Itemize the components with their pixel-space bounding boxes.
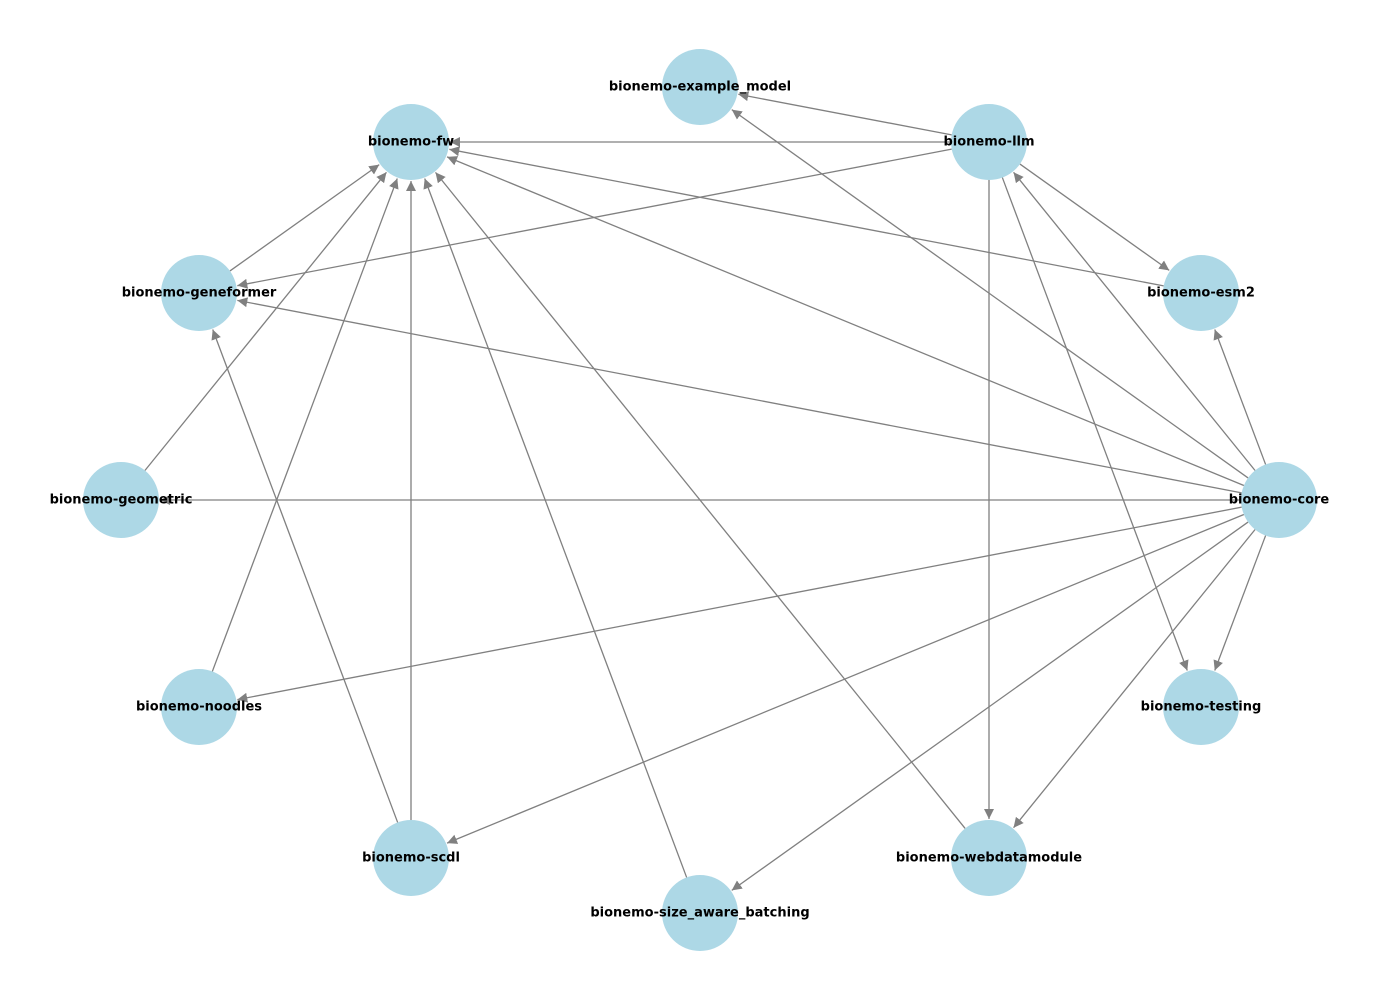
edge-bionemo-size_aware_batching-to-bionemo-fw — [423, 178, 688, 878]
edge-bionemo-core-to-bionemo-fw — [446, 156, 1245, 487]
edge-bionemo-noodles-to-bionemo-fw — [211, 178, 399, 672]
node-bionemo-geometric: bionemo-geometric — [50, 462, 193, 538]
node-bionemo-size_aware_batching: bionemo-size_aware_batching — [590, 875, 810, 951]
edge-bionemo-scdl-to-bionemo-geneformer — [211, 329, 399, 823]
edge-bionemo-core-to-bionemo-example_model — [731, 109, 1249, 479]
node-circle — [1241, 462, 1317, 538]
node-label: bionemo-noodles — [136, 700, 262, 715]
edge-bionemo-esm2-to-bionemo-fw — [449, 146, 1164, 287]
node-circle — [951, 104, 1027, 180]
node-bionemo-example_model: bionemo-example_model — [609, 49, 791, 125]
node-bionemo-esm2: bionemo-esm2 — [1147, 255, 1255, 331]
node-circle — [161, 669, 237, 745]
edge-bionemo-core-to-bionemo-esm2 — [1213, 329, 1267, 465]
node-circle — [662, 49, 738, 125]
node-bionemo-testing: bionemo-testing — [1141, 669, 1262, 745]
node-circle — [1163, 669, 1239, 745]
node-bionemo-webdatamodule: bionemo-webdatamodule — [896, 820, 1082, 896]
node-label: bionemo-example_model — [609, 80, 791, 95]
node-bionemo-fw: bionemo-fw — [368, 104, 454, 180]
node-label: bionemo-testing — [1141, 700, 1262, 715]
edge-bionemo-core-to-bionemo-size_aware_batching — [731, 521, 1249, 891]
node-circle — [161, 255, 237, 331]
node-label: bionemo-webdatamodule — [896, 851, 1082, 866]
node-label: bionemo-scdl — [362, 851, 460, 866]
node-label: bionemo-size_aware_batching — [590, 906, 809, 921]
node-bionemo-geneformer: bionemo-geneformer — [122, 255, 277, 331]
node-label: bionemo-geneformer — [122, 286, 277, 301]
node-bionemo-noodles: bionemo-noodles — [136, 669, 262, 745]
node-bionemo-core: bionemo-core — [1229, 462, 1330, 538]
node-label: bionemo-fw — [368, 135, 454, 150]
edge-bionemo-core-to-bionemo-geneformer — [237, 297, 1242, 494]
edge-bionemo-core-to-bionemo-noodles — [237, 506, 1242, 703]
node-label: bionemo-llm — [943, 135, 1034, 150]
edge-bionemo-core-to-bionemo-webdatamodule — [1013, 529, 1256, 829]
edge-bionemo-geometric-to-bionemo-fw — [144, 171, 387, 471]
edge-bionemo-llm-to-bionemo-esm2 — [1019, 163, 1170, 271]
node-label: bionemo-core — [1229, 493, 1330, 508]
node-circle — [373, 104, 449, 180]
node-label: bionemo-geometric — [50, 493, 193, 508]
node-circle — [83, 462, 159, 538]
nodes-layer: bionemo-example_model bionemo-fw bionemo-l… — [50, 49, 1330, 951]
edge-bionemo-core-to-bionemo-llm — [1013, 171, 1256, 471]
node-circle — [951, 820, 1027, 896]
edge-bionemo-geneformer-to-bionemo-fw — [229, 164, 380, 272]
node-circle — [662, 875, 738, 951]
node-bionemo-scdl: bionemo-scdl — [362, 820, 460, 896]
node-circle — [1163, 255, 1239, 331]
node-circle — [373, 820, 449, 896]
edges-layer — [144, 91, 1267, 891]
edge-bionemo-core-to-bionemo-scdl — [446, 513, 1245, 844]
node-bionemo-llm: bionemo-llm — [943, 104, 1035, 180]
edge-bionemo-llm-to-bionemo-example_model — [738, 91, 952, 136]
node-label: bionemo-esm2 — [1147, 286, 1255, 301]
edge-bionemo-core-to-bionemo-testing — [1213, 535, 1267, 671]
